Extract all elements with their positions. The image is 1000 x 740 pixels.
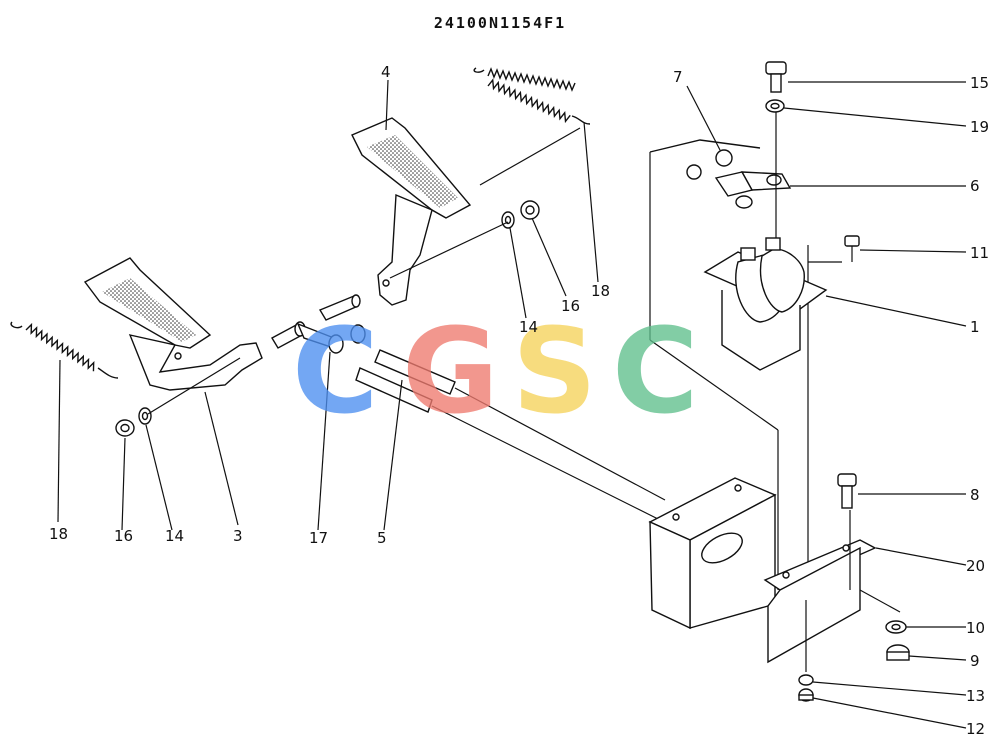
label-part-1: 1 <box>970 318 980 336</box>
label-part-18-lower: 18 <box>49 525 68 543</box>
label-part-13: 13 <box>966 687 985 705</box>
label-part-8: 8 <box>970 486 980 504</box>
bolt-15 <box>765 61 787 93</box>
washer-13 <box>798 674 814 686</box>
tie-rods <box>355 349 701 541</box>
nut-left <box>115 419 135 437</box>
switch-body <box>703 237 828 371</box>
watermark-letter-g: G <box>402 302 499 440</box>
spring-lower <box>10 321 119 379</box>
label-part-12: 12 <box>966 720 985 738</box>
label-part-16-upper: 16 <box>561 297 580 315</box>
nut-9 <box>886 644 910 661</box>
nut-upper <box>520 200 540 220</box>
label-part-18-upper: 18 <box>591 282 610 300</box>
part-labels: 4 18 14 16 18 16 14 3 17 5 7 15 19 6 11 … <box>49 63 989 738</box>
label-part-16-lower: 16 <box>114 527 133 545</box>
switch-bracket <box>714 171 792 209</box>
label-part-4: 4 <box>381 63 391 81</box>
label-part-9: 9 <box>970 652 980 670</box>
watermark: C G S C <box>292 302 699 440</box>
watermark-letter-c2: C <box>612 302 699 440</box>
pedal-upper <box>351 117 472 306</box>
label-part-6: 6 <box>970 177 980 195</box>
screw-11 <box>844 235 860 262</box>
label-part-15: 15 <box>970 74 989 92</box>
label-part-20: 20 <box>966 557 985 575</box>
washer-upper <box>501 211 515 229</box>
watermark-letter-s: S <box>512 302 597 440</box>
label-part-14-upper: 14 <box>519 318 538 336</box>
label-part-10: 10 <box>966 619 985 637</box>
label-part-3: 3 <box>233 527 243 545</box>
diagram-title: 24100N1154F1 <box>433 14 567 32</box>
label-part-17: 17 <box>309 529 328 547</box>
base-bracket <box>648 477 877 664</box>
watermark-letter-c1: C <box>292 302 379 440</box>
nut-12 <box>798 688 814 702</box>
label-part-7: 7 <box>673 68 683 86</box>
washer-19 <box>765 99 785 113</box>
bolt-8 <box>837 473 857 509</box>
spring-upper <box>473 67 591 125</box>
label-part-14-lower: 14 <box>165 527 184 545</box>
label-part-19: 19 <box>970 118 989 136</box>
label-part-5: 5 <box>377 529 387 547</box>
washer-10 <box>885 620 907 634</box>
nut-7 <box>686 149 733 180</box>
washer-left <box>138 407 152 425</box>
leader-lines <box>57 79 967 729</box>
label-part-11: 11 <box>970 244 989 262</box>
pivot-pin <box>271 294 366 354</box>
pedal-lower <box>83 257 263 391</box>
